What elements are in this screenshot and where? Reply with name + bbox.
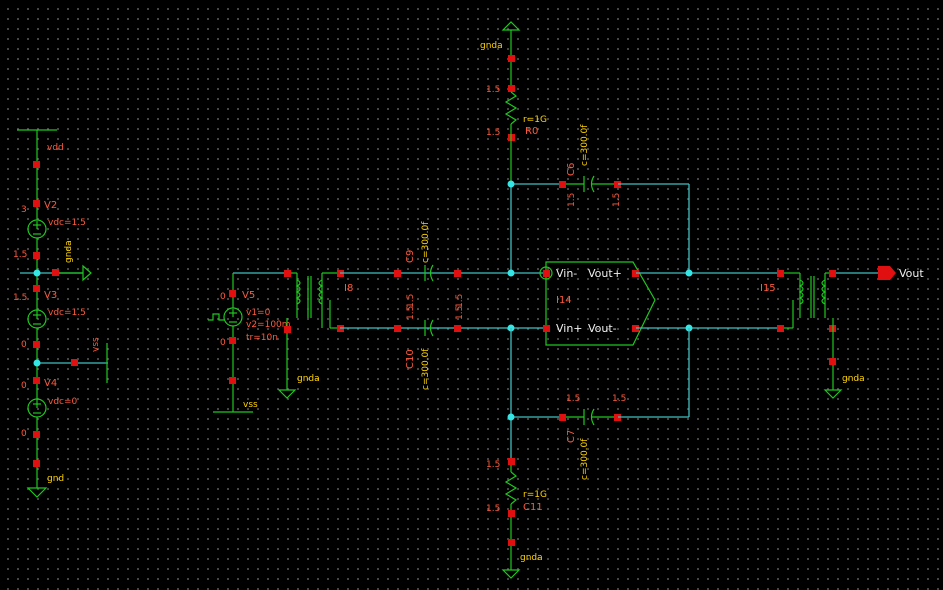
r0-bottom-node: 1.5: [486, 128, 500, 138]
source-v4[interactable]: V4 vdc=0: [27, 378, 78, 418]
capacitor-c10[interactable]: 1.5 1.5 C10 c=300.0f: [394, 306, 465, 390]
balun-i15[interactable]: gnda I15: [760, 270, 865, 399]
gnd-label: gnd: [47, 474, 64, 484]
c11-bottom-node: 1.5: [486, 504, 500, 514]
gnda-icon-top: [501, 21, 521, 31]
c7-left-node: 1.5: [566, 394, 580, 404]
capacitor-c9[interactable]: C9 c=300.0f 1.5 1.5: [394, 221, 465, 308]
c11-zigzag: [504, 471, 518, 505]
c9-left-node: 1.5: [406, 294, 416, 308]
v5-name: V5: [242, 290, 255, 301]
gnda-icon-i15: [823, 389, 843, 399]
c6-value: c=300.0f: [580, 124, 590, 166]
c10-value: c=300.0f: [421, 348, 431, 390]
gnda-label-i8: gnda: [297, 374, 320, 384]
v5-tr: tr=10n: [246, 333, 278, 343]
r0-zigzag: [504, 91, 518, 125]
pin-vin-plus: Vin+: [556, 322, 583, 335]
vout-port-icon[interactable]: [878, 266, 896, 280]
v5-bottom-node: 0: [220, 338, 226, 348]
capacitor-c7[interactable]: 1.5 1.5 C7 c=300.0f: [559, 394, 626, 480]
v5-top-node: 0: [220, 292, 226, 302]
resistor-r0[interactable]: gnda 1.5 r=1G R0 1.5: [480, 21, 547, 184]
r0-name: R0: [525, 126, 538, 137]
vout-label: Vout: [899, 267, 924, 280]
c10-name: C10: [405, 349, 416, 369]
r0-top-node: 1.5: [486, 85, 500, 95]
vss-label-left: vss: [91, 337, 101, 352]
v3-top-node: 1.5: [13, 293, 27, 303]
i8-name: I8: [344, 283, 353, 294]
v2-bottom-node: 1.5: [13, 250, 27, 260]
gnda-label-left: gnda: [64, 240, 74, 263]
v3-bottom-node: 0: [21, 340, 27, 350]
c9-name: C9: [405, 250, 416, 263]
c11-name: C11: [523, 502, 543, 513]
v5-v1: v1=0: [246, 308, 271, 318]
vdd-label: vdd: [47, 143, 64, 153]
v3-name: V3: [44, 290, 57, 301]
pin-vin-minus: Vin-: [556, 267, 577, 280]
i15-name: I15: [760, 283, 776, 294]
v4-name: V4: [44, 378, 57, 389]
c7-value: c=300.0f: [580, 438, 590, 480]
i14-name: I14: [556, 295, 572, 306]
vss-label-v5: vss: [243, 400, 258, 410]
v2-vdc: vdc=1.5: [48, 218, 86, 228]
resistor-c11[interactable]: 1.5 r=1G C11 1.5 gnda: [486, 458, 547, 579]
supply-stack: vdd 3 V2 vdc=1.5 1.5 gnda 1.5 V3 vdc: [13, 129, 108, 498]
pin-vout-minus: Vout-: [588, 322, 617, 335]
v4-top-node: 0: [21, 381, 27, 391]
gnda-icon-i8: [277, 389, 297, 399]
gnda-label-bottom: gnda: [520, 553, 543, 563]
c10-left-node: 1.5: [406, 306, 416, 320]
gnd-icon: [26, 487, 48, 498]
c11-top-node: 1.5: [486, 460, 500, 470]
c9-value: c=300.0f: [421, 221, 431, 263]
v3-vdc: vdc=1.5: [48, 308, 86, 318]
c9-right-node: 1.5: [455, 294, 465, 308]
capacitor-c6[interactable]: C6 c=300.0f 1.5 1.5: [559, 124, 622, 207]
c10-right-node: 1.5: [455, 306, 465, 320]
gnda-icon-bottom: [501, 569, 521, 579]
v4-bottom-node: 0: [21, 429, 27, 439]
c6-right-node: 1.5: [612, 193, 622, 207]
v2-top-node: 3: [21, 205, 27, 215]
c6-left-node: 1.5: [567, 193, 577, 207]
c6-name: C6: [566, 163, 577, 176]
pin-vout-plus: Vout+: [588, 267, 622, 280]
gnda-label-top: gnda: [480, 41, 503, 51]
c7-right-node: 1.5: [612, 394, 626, 404]
gnda-label-i15: gnda: [842, 374, 865, 384]
c11-value: r=1G: [523, 490, 547, 500]
input-source-v5[interactable]: 0 V5 v1=0 v2=100m tr=10n 0 vss: [208, 272, 291, 413]
r0-value: r=1G: [523, 115, 547, 125]
balun-i8[interactable]: gnda I8: [277, 270, 353, 399]
gnda-arrow-icon: [82, 264, 92, 282]
opamp-i14[interactable]: Vin- Vin+ Vout+ Vout- I14: [539, 261, 656, 346]
c7-name: C7: [566, 430, 577, 443]
pulse-waveform-icon: [208, 313, 224, 321]
v5-v2: v2=100m: [246, 320, 291, 330]
v2-name: V2: [44, 200, 57, 211]
v4-vdc: vdc=0: [48, 397, 78, 407]
